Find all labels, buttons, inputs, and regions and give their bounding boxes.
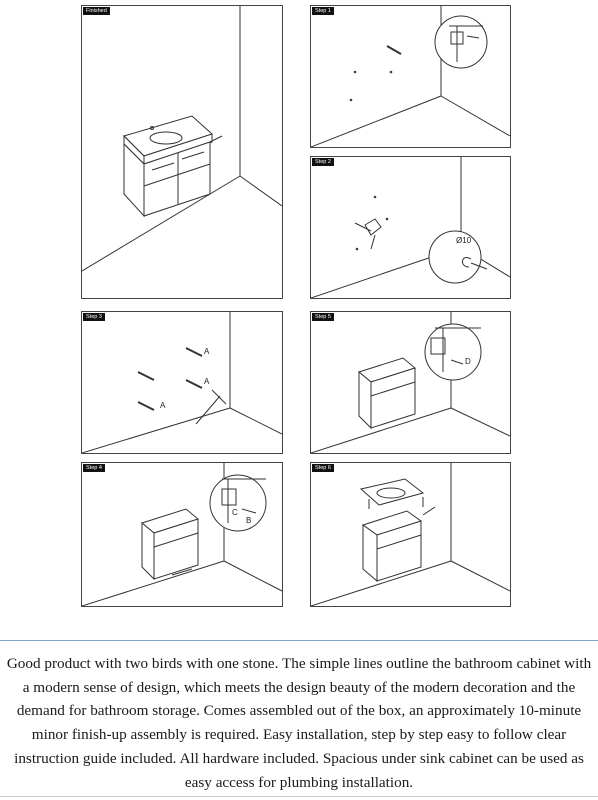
panel-tag-step-2: Step 2 — [312, 158, 334, 166]
panel-tag-step-1: Step 1 — [312, 7, 334, 15]
anchor-label-a: A — [160, 401, 166, 410]
panel-step-3: A A A Step 3 — [81, 311, 283, 454]
anchor-label-a: A — [204, 347, 210, 356]
panel-step-2: Ø10 Step 2 — [310, 156, 511, 299]
panel-step-1: Step 1 — [310, 5, 511, 148]
step2-illustration: Ø10 — [311, 157, 510, 298]
step4-illustration: C B — [82, 463, 282, 606]
anchor-label-a: A — [204, 377, 210, 386]
fastener-label-c: C — [232, 508, 238, 517]
diameter-label: Ø10 — [456, 236, 472, 245]
fastener-label-d: D — [465, 357, 471, 366]
step1-illustration — [311, 6, 510, 147]
fastener-label-b: B — [246, 516, 251, 525]
panel-step-4: C B Step 4 — [81, 462, 283, 607]
bottom-divider — [0, 796, 598, 797]
step5-illustration: D — [311, 312, 510, 453]
step3-illustration: A A A — [82, 312, 282, 453]
section-divider — [0, 640, 598, 641]
panel-tag-step-6: Step 6 — [312, 464, 334, 472]
product-description: Good product with two birds with one sto… — [6, 655, 592, 791]
panel-tag-step-5: Step 5 — [312, 313, 334, 321]
panel-tag-finished: Finished — [83, 7, 110, 15]
panel-tag-step-3: Step 3 — [83, 313, 105, 321]
step6-illustration — [311, 463, 510, 606]
panel-step-6: Step 6 — [310, 462, 511, 607]
finished-illustration — [82, 6, 282, 272]
panel-step-5: D Step 5 — [310, 311, 511, 454]
panel-finished: Finished — [81, 5, 283, 299]
panel-tag-step-4: Step 4 — [83, 464, 105, 472]
instruction-sheet: Finished Step 1 — [81, 5, 511, 607]
